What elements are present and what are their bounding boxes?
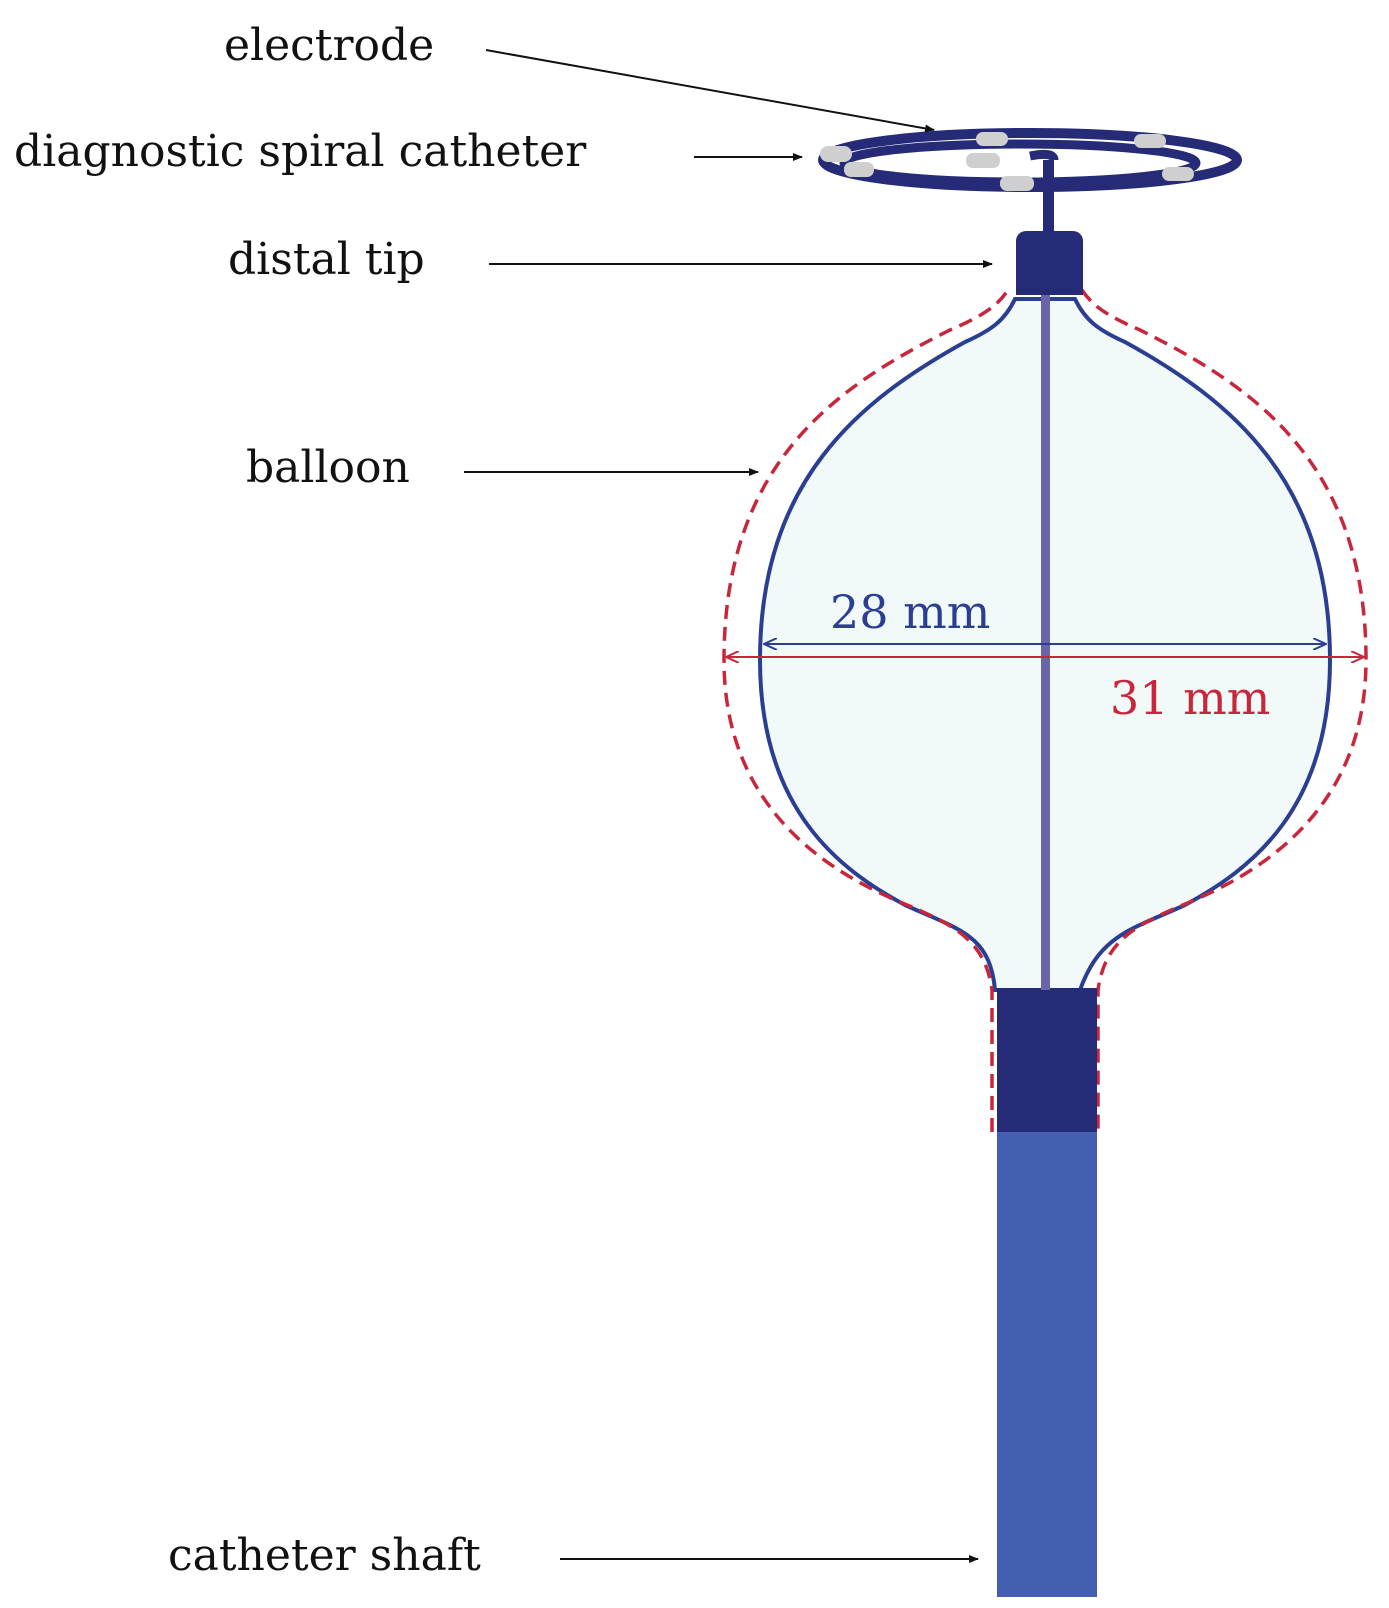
distal-tip-base bbox=[1016, 262, 1083, 295]
leader-electrode bbox=[485, 49, 935, 133]
electrode bbox=[1134, 134, 1166, 148]
electrode bbox=[1162, 167, 1194, 181]
catheter-shaft bbox=[997, 1132, 1097, 1597]
label-diagnostic-spiral-catheter: diagnostic spiral catheter bbox=[14, 126, 587, 177]
dimension-label-31mm: 31 mm bbox=[1110, 671, 1270, 725]
spiral-tail bbox=[1029, 149, 1059, 161]
label-distal-tip: distal tip bbox=[228, 234, 425, 285]
balloon-outer-dashed-outline bbox=[722, 289, 1368, 1132]
label-catheter-shaft: catheter shaft bbox=[168, 1530, 481, 1581]
dimension-label-28mm: 28 mm bbox=[830, 585, 990, 639]
inner-lumen-rod bbox=[1041, 292, 1050, 990]
electrode bbox=[1000, 176, 1034, 191]
label-electrode: electrode bbox=[224, 20, 434, 71]
electrode bbox=[820, 146, 852, 162]
label-balloon: balloon bbox=[246, 442, 410, 493]
electrode bbox=[844, 162, 874, 177]
electrode bbox=[966, 153, 1000, 168]
electrode-rings bbox=[820, 132, 1194, 191]
spiral-catheter-stem bbox=[1043, 160, 1054, 234]
balloon-neck-sleeve bbox=[997, 988, 1097, 1132]
electrode bbox=[976, 132, 1008, 146]
